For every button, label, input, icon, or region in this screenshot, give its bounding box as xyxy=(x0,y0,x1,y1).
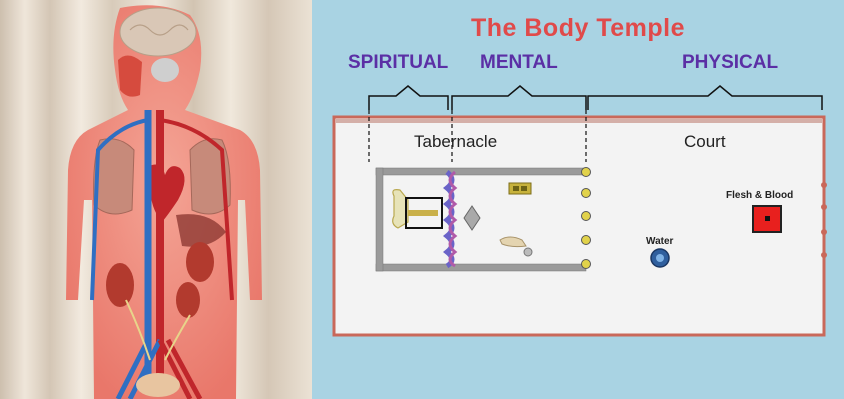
bracket-physical xyxy=(588,86,822,110)
tabernacle-wall-back xyxy=(376,168,383,271)
area-label-court: Court xyxy=(684,132,726,152)
tabernacle-wall-top xyxy=(376,168,586,175)
left-kidney xyxy=(106,263,134,307)
area-label-tabernacle: Tabernacle xyxy=(414,132,497,152)
brain xyxy=(120,8,196,56)
item-label-flesh-blood: Flesh & Blood xyxy=(726,190,793,201)
court-area xyxy=(334,117,824,335)
right-kidney xyxy=(186,242,214,282)
bracket-spiritual xyxy=(369,86,448,110)
nasal-cavity xyxy=(118,55,142,96)
anatomy-illustration xyxy=(0,0,312,399)
showbread-table xyxy=(509,183,531,194)
tabernacle-wall-bottom xyxy=(376,264,586,271)
bracket-mental xyxy=(452,86,586,110)
bladder xyxy=(136,373,180,397)
temple-diagram-panel: The Body Temple SPIRITUAL MENTAL PHYSICA… xyxy=(312,0,844,399)
anatomy-photo xyxy=(0,0,312,399)
item-label-water: Water xyxy=(646,236,673,247)
